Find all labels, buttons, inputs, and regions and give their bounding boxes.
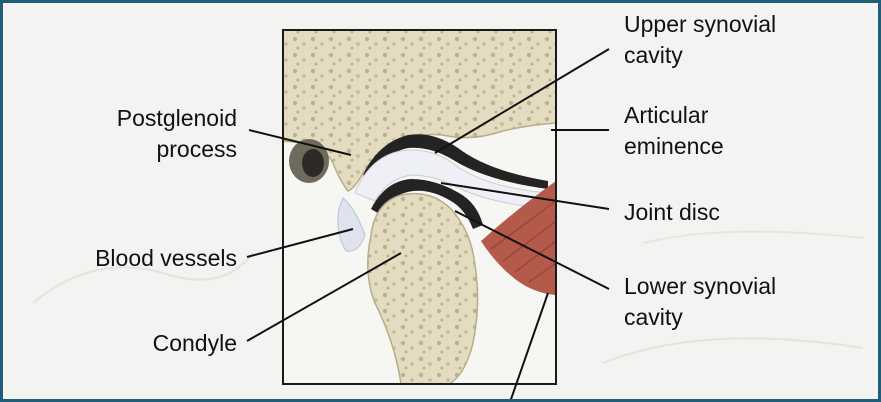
label-articular-eminence: Articular eminence <box>624 100 724 162</box>
label-articular-eminence-line1: Articular <box>624 100 724 131</box>
label-postglenoid-process-line2: process <box>117 134 237 165</box>
label-upper-synovial-cavity-line1: Upper synovial <box>624 9 776 40</box>
label-condyle: Condyle <box>153 328 237 359</box>
label-upper-synovial-cavity: Upper synovial cavity <box>624 9 776 71</box>
label-postglenoid-process-line1: Postglenoid <box>117 103 237 134</box>
label-lower-synovial-cavity: Lower synovial cavity <box>624 271 776 333</box>
label-joint-disc: Joint disc <box>624 197 720 228</box>
label-postglenoid-process: Postglenoid process <box>117 103 237 165</box>
label-blood-vessels: Blood vessels <box>95 243 237 274</box>
label-lower-synovial-cavity-line2: cavity <box>624 302 776 333</box>
label-lower-synovial-cavity-line1: Lower synovial <box>624 271 776 302</box>
label-upper-synovial-cavity-line2: cavity <box>624 40 776 71</box>
joint-panel <box>283 30 556 384</box>
label-articular-eminence-line2: eminence <box>624 131 724 162</box>
